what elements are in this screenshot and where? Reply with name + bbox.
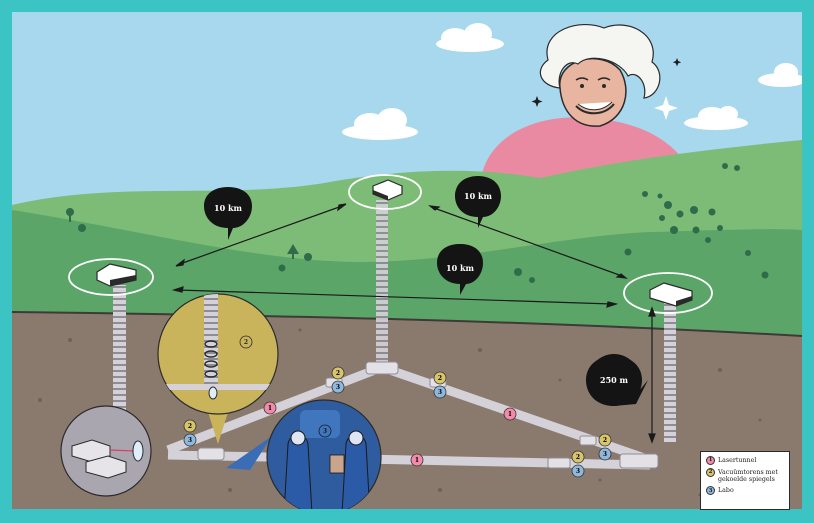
legend-label: Vacuümtorens met gekoelde spiegels [718, 469, 778, 484]
distance-pin-left-right: 10 km [437, 244, 483, 295]
tower-zoom-number: 2 [244, 339, 248, 346]
svg-text:3: 3 [188, 437, 192, 444]
markers: 1 1 1 2 3 2 3 2 3 2 3 2 3 [183, 366, 612, 478]
zoom-circle-tower: 2 [157, 293, 279, 444]
tower-marker: 2 [183, 419, 197, 433]
tower-marker: 2 [433, 371, 447, 385]
zoom-circle-lab: 3 [226, 399, 382, 509]
distance-label-top-right: 10 km [464, 191, 492, 201]
legend-dot: 2 [706, 468, 715, 477]
shaft-left [113, 285, 126, 410]
svg-text:1: 1 [415, 457, 419, 464]
svg-text:3: 3 [336, 384, 340, 391]
depth-label: 250 m [600, 375, 628, 385]
shaft-right [664, 302, 676, 442]
tower-marker: 2 [331, 366, 345, 380]
tower-marker: 2 [571, 450, 585, 464]
svg-text:3: 3 [438, 389, 442, 396]
svg-text:2: 2 [576, 454, 580, 461]
station-building-top [348, 174, 422, 210]
labo-marker: 3 [183, 433, 197, 447]
sparkle-icon [654, 96, 678, 120]
legend-item-labo: 3 Labo [706, 486, 784, 496]
legend-dot: 3 [706, 486, 715, 496]
station-building-left [68, 258, 154, 296]
svg-text:2: 2 [336, 370, 340, 377]
tree-icon [66, 163, 769, 283]
svg-text:2: 2 [188, 423, 192, 430]
legend: 1 Lasertunnel 2 Vacuümtorens met gekoeld… [700, 451, 790, 510]
labo-marker: 3 [433, 385, 447, 399]
distance-label-left-right: 10 km [446, 263, 474, 273]
lasertunnel-marker: 1 [503, 407, 517, 421]
depth-pin: 250 m [586, 354, 648, 406]
labo-marker: 3 [598, 447, 612, 461]
svg-text:1: 1 [508, 411, 512, 418]
tower-marker: 2 [598, 433, 612, 447]
legend-label: Labo [718, 487, 734, 495]
distance-pin-top-right: 10 km [455, 176, 501, 228]
legend-item-lasertunnel: 1 Lasertunnel [706, 456, 784, 465]
distance-label-left-top: 10 km [214, 203, 242, 213]
lasertunnel-marker: 1 [263, 401, 277, 415]
legend-item-towers: 2 Vacuümtorens met gekoelde spiegels [706, 468, 784, 483]
shaft-top [376, 200, 388, 368]
distance-pin-left-top: 10 km [204, 187, 252, 240]
svg-text:1: 1 [268, 405, 272, 412]
zoom-circle-optics [60, 405, 152, 497]
svg-text:2: 2 [438, 375, 442, 382]
legend-dot: 1 [706, 456, 715, 465]
legend-label: Lasertunnel [718, 457, 757, 464]
svg-text:3: 3 [576, 468, 580, 475]
labo-marker: 3 [571, 464, 585, 478]
svg-text:3: 3 [603, 451, 607, 458]
svg-text:2: 2 [603, 437, 607, 444]
lab-zoom-number: 3 [323, 428, 327, 435]
station-building-right [623, 272, 713, 314]
star-icon [531, 58, 682, 107]
labo-marker: 3 [331, 380, 345, 394]
distance-arrows [171, 203, 656, 444]
lasertunnel-marker: 1 [410, 453, 424, 467]
